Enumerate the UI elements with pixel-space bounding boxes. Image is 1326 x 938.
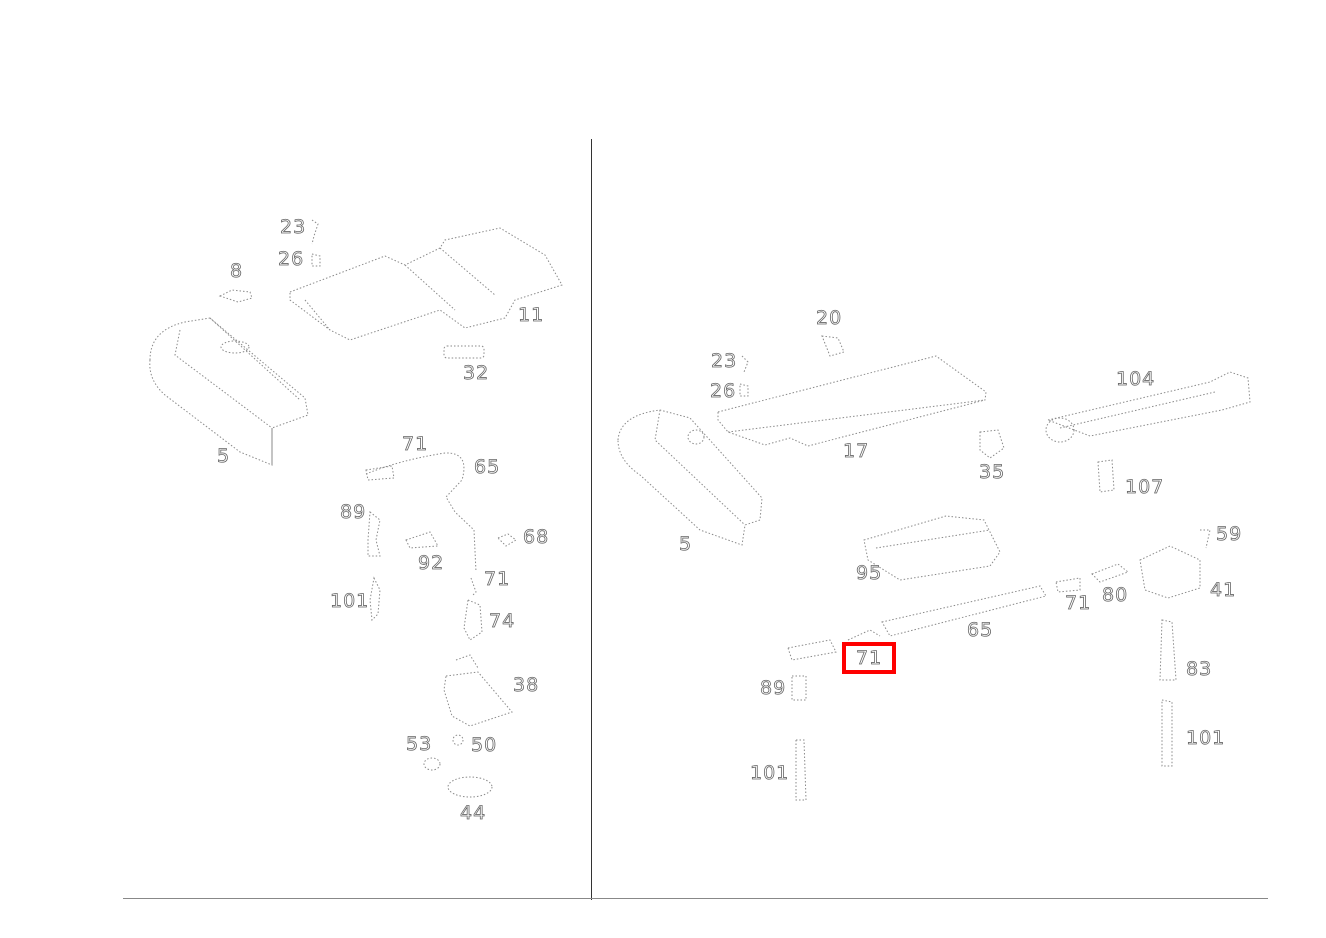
part-59-screw-right	[1200, 529, 1211, 549]
panel-divider	[591, 139, 592, 900]
callout-107[interactable]: 107	[1125, 476, 1165, 498]
callout-38[interactable]: 38	[513, 674, 540, 696]
part-5-housing-left	[149, 317, 309, 466]
part-23-screw-right	[741, 355, 749, 373]
part-68-clip-left	[497, 533, 517, 547]
callout-101[interactable]: 101	[1186, 727, 1226, 749]
callout-71[interactable]: 71	[484, 568, 511, 590]
callout-53[interactable]: 53	[406, 733, 433, 755]
callout-89[interactable]: 89	[340, 501, 367, 523]
part-23-screw-left	[311, 219, 319, 245]
bottom-rule	[123, 898, 1268, 899]
callout-68[interactable]: 68	[523, 526, 550, 548]
part-5-housing-right	[617, 409, 763, 546]
part-32-grommet-left	[443, 345, 485, 359]
callout-32[interactable]: 32	[463, 362, 490, 384]
callout-101[interactable]: 101	[330, 590, 370, 612]
part-92-clip-left	[405, 531, 439, 549]
part-65-cable-left	[365, 452, 477, 573]
part-101-connector-right	[1161, 699, 1173, 767]
callout-35[interactable]: 35	[979, 461, 1006, 483]
callout-5[interactable]: 5	[217, 445, 231, 467]
part-17-bracket-right	[717, 355, 987, 447]
part-95-control-unit-right	[863, 515, 1001, 581]
callout-44[interactable]: 44	[460, 802, 487, 824]
callout-101[interactable]: 101	[750, 762, 790, 784]
part-83-connector-right	[1159, 619, 1177, 681]
callout-104[interactable]: 104	[1116, 368, 1156, 390]
part-11-bracket-left	[289, 227, 563, 341]
part-71-clip-left-a	[365, 465, 395, 481]
part-89-connector-left	[367, 511, 381, 557]
part-65-cable-right	[881, 585, 1047, 637]
callout-65[interactable]: 65	[474, 456, 501, 478]
part-74-connector-left	[463, 599, 483, 641]
part-8-clip-left	[218, 289, 253, 303]
callout-59[interactable]: 59	[1216, 523, 1243, 545]
callout-23[interactable]: 23	[280, 216, 307, 238]
callout-41[interactable]: 41	[1210, 579, 1237, 601]
callout-71[interactable]: 71	[1065, 592, 1092, 614]
callout-11[interactable]: 11	[518, 304, 545, 326]
callout-26[interactable]: 26	[278, 248, 305, 270]
callout-95[interactable]: 95	[856, 562, 883, 584]
part-38-switch-left	[443, 671, 513, 727]
part-71-sleeve-left-b	[470, 577, 477, 597]
part-35-grommet-right	[979, 429, 1005, 459]
callout-65[interactable]: 65	[967, 619, 994, 641]
callout-80[interactable]: 80	[1102, 584, 1129, 606]
callout-8[interactable]: 8	[230, 260, 244, 282]
callout-74[interactable]: 74	[489, 610, 516, 632]
part-38-switch-top	[455, 654, 479, 669]
callout-71[interactable]: 71	[856, 647, 883, 669]
part-71-end-right	[787, 639, 837, 661]
part-50-washer-left	[452, 734, 464, 746]
part-71-clip-right-a	[1055, 577, 1081, 593]
part-89-connector-right	[791, 675, 807, 701]
part-26-washer-left	[311, 253, 321, 267]
part-101-connector-left	[369, 576, 381, 622]
callout-23[interactable]: 23	[711, 350, 738, 372]
part-41-switch-right	[1139, 545, 1201, 599]
callout-20[interactable]: 20	[816, 307, 843, 329]
callout-83[interactable]: 83	[1186, 658, 1213, 680]
callout-71[interactable]: 71	[402, 433, 429, 455]
selected-part-highlight	[842, 642, 896, 674]
part-53-nut-left	[423, 757, 441, 771]
part-80-clip-right	[1091, 563, 1130, 583]
part-20-clip-right	[821, 335, 845, 357]
callout-89[interactable]: 89	[760, 677, 787, 699]
part-26-washer-right	[739, 383, 749, 397]
callout-50[interactable]: 50	[471, 734, 498, 756]
callout-26[interactable]: 26	[710, 380, 737, 402]
part-101-connector-right-b	[795, 739, 807, 801]
callout-92[interactable]: 92	[418, 552, 445, 574]
part-71-clip-right-b	[847, 629, 881, 641]
part-44-cover-left	[447, 776, 493, 798]
part-104-cable-harness-right	[1045, 371, 1251, 443]
part-107-connector-right	[1097, 459, 1115, 493]
callout-17[interactable]: 17	[843, 440, 870, 462]
callout-5[interactable]: 5	[679, 533, 693, 555]
